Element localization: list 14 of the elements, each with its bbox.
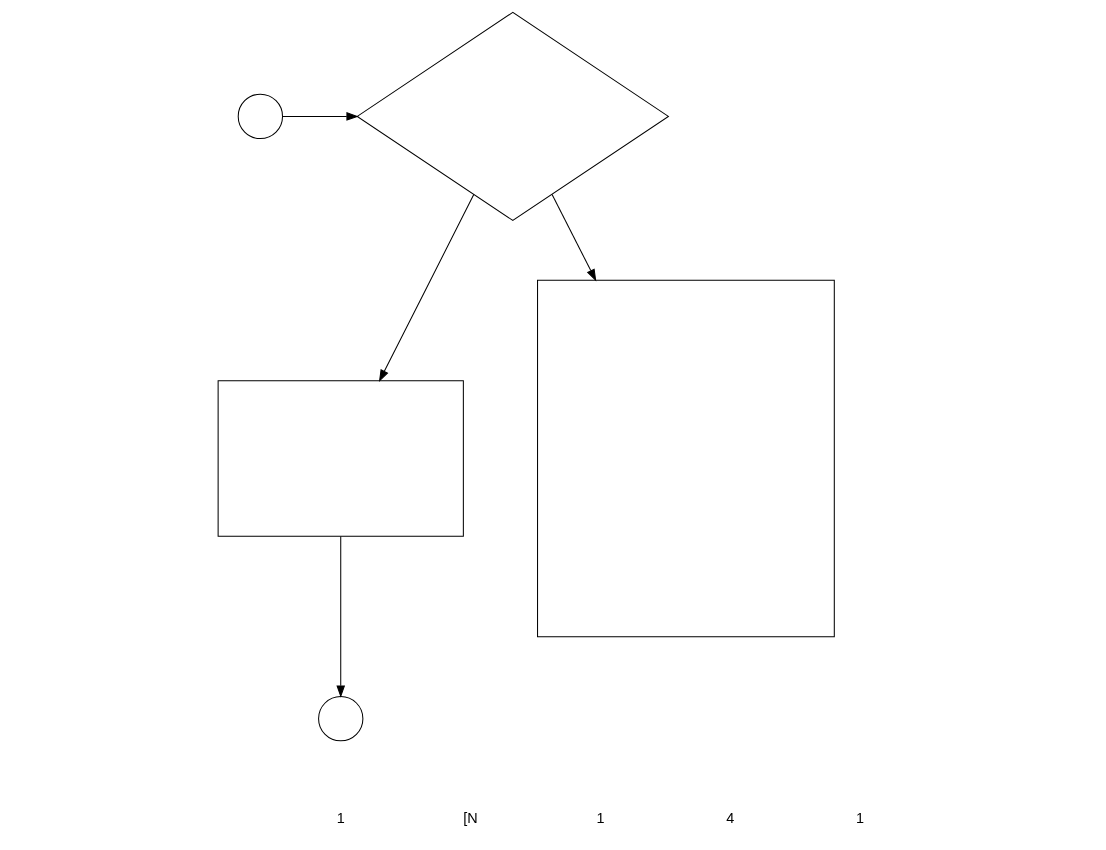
label: 4 bbox=[726, 809, 735, 826]
arrow bbox=[551, 194, 597, 282]
node-circle bbox=[318, 696, 364, 742]
node-circle bbox=[237, 93, 284, 140]
label: 1 bbox=[336, 809, 345, 826]
label: [N bbox=[463, 809, 478, 826]
node-box bbox=[217, 380, 464, 537]
arrow bbox=[378, 194, 475, 382]
label: 1 bbox=[596, 809, 605, 826]
node-diamond bbox=[356, 11, 670, 222]
arrow bbox=[336, 536, 346, 698]
arrow bbox=[282, 112, 359, 121]
node-box bbox=[537, 279, 835, 638]
label: 1 bbox=[856, 809, 865, 826]
